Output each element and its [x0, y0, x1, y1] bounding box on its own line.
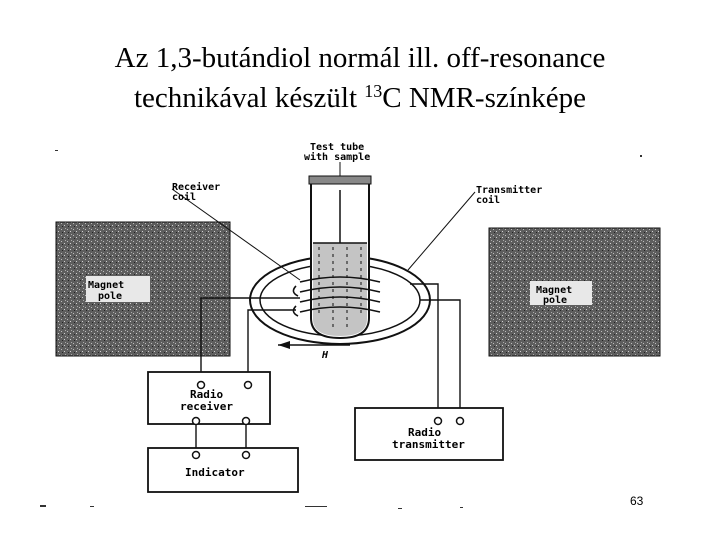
magnet-label-bg-left [86, 276, 150, 302]
radio-receiver-box [147, 371, 271, 425]
title-superscript: 13 [364, 81, 383, 101]
radio-transmitter-box [354, 407, 504, 461]
radio-transmitter-label-2: transmitter [392, 438, 465, 451]
radio-receiver-terminal-2 [243, 380, 253, 390]
field-label: H [321, 350, 329, 361]
test-tube-label-2: with sample [304, 151, 370, 163]
transmitter-coil-label-2: coil [476, 194, 500, 206]
indicator-terminal-2 [241, 450, 251, 460]
test-tube [308, 162, 372, 340]
radio-transmitter-label-1: Radio [408, 426, 441, 439]
receiver-coil [292, 276, 381, 317]
title-line-2-text: technikával készült [133, 82, 365, 114]
transmitter-coil-leader [407, 191, 476, 271]
field-arrow [278, 341, 350, 349]
indicator-box [147, 447, 299, 493]
test-tube-label-1: Test tube [310, 142, 364, 153]
magnet-label-bg-right [530, 281, 592, 305]
radio-receiver-terminal-3 [191, 416, 201, 426]
title-line-2-end: C NMR-színképe [382, 82, 587, 114]
indicator-label: Indicator [185, 466, 245, 479]
indicator-terminal-1 [191, 450, 201, 460]
slide-title: Az 1,3-butándiol normál ill. off-resonan… [0, 38, 720, 118]
radio-transmitter-terminal-1 [433, 416, 443, 426]
title-line-1: Az 1,3-butándiol normál ill. off-resonan… [114, 42, 606, 74]
transmitter-coil-label-1: Transmitter [476, 184, 542, 196]
scan-artifacts [40, 150, 642, 509]
page-number: 63 [630, 494, 644, 508]
magnet-pole-left-label-1: Magnet [88, 280, 124, 291]
title-line-2: technikával készült 13C NMR-színképe [0, 78, 720, 118]
magnet-pole-right-label-1: Magnet [536, 285, 572, 296]
magnet-pole-right-label-2: pole [543, 295, 567, 306]
receiver-coil-label-1: Receiver [172, 181, 220, 193]
radio-receiver-terminal-1 [196, 380, 206, 390]
receiver-coil-leader [171, 188, 301, 281]
receiver-coil-label-2: coil [172, 191, 196, 203]
magnet-pole-left-label-2: pole [98, 291, 122, 302]
radio-transmitter-terminal-2 [455, 416, 465, 426]
radio-receiver-label-2: receiver [180, 400, 233, 413]
radio-receiver-label-1: Radio [190, 388, 223, 401]
radio-receiver-terminal-4 [241, 416, 251, 426]
wires [195, 283, 461, 453]
